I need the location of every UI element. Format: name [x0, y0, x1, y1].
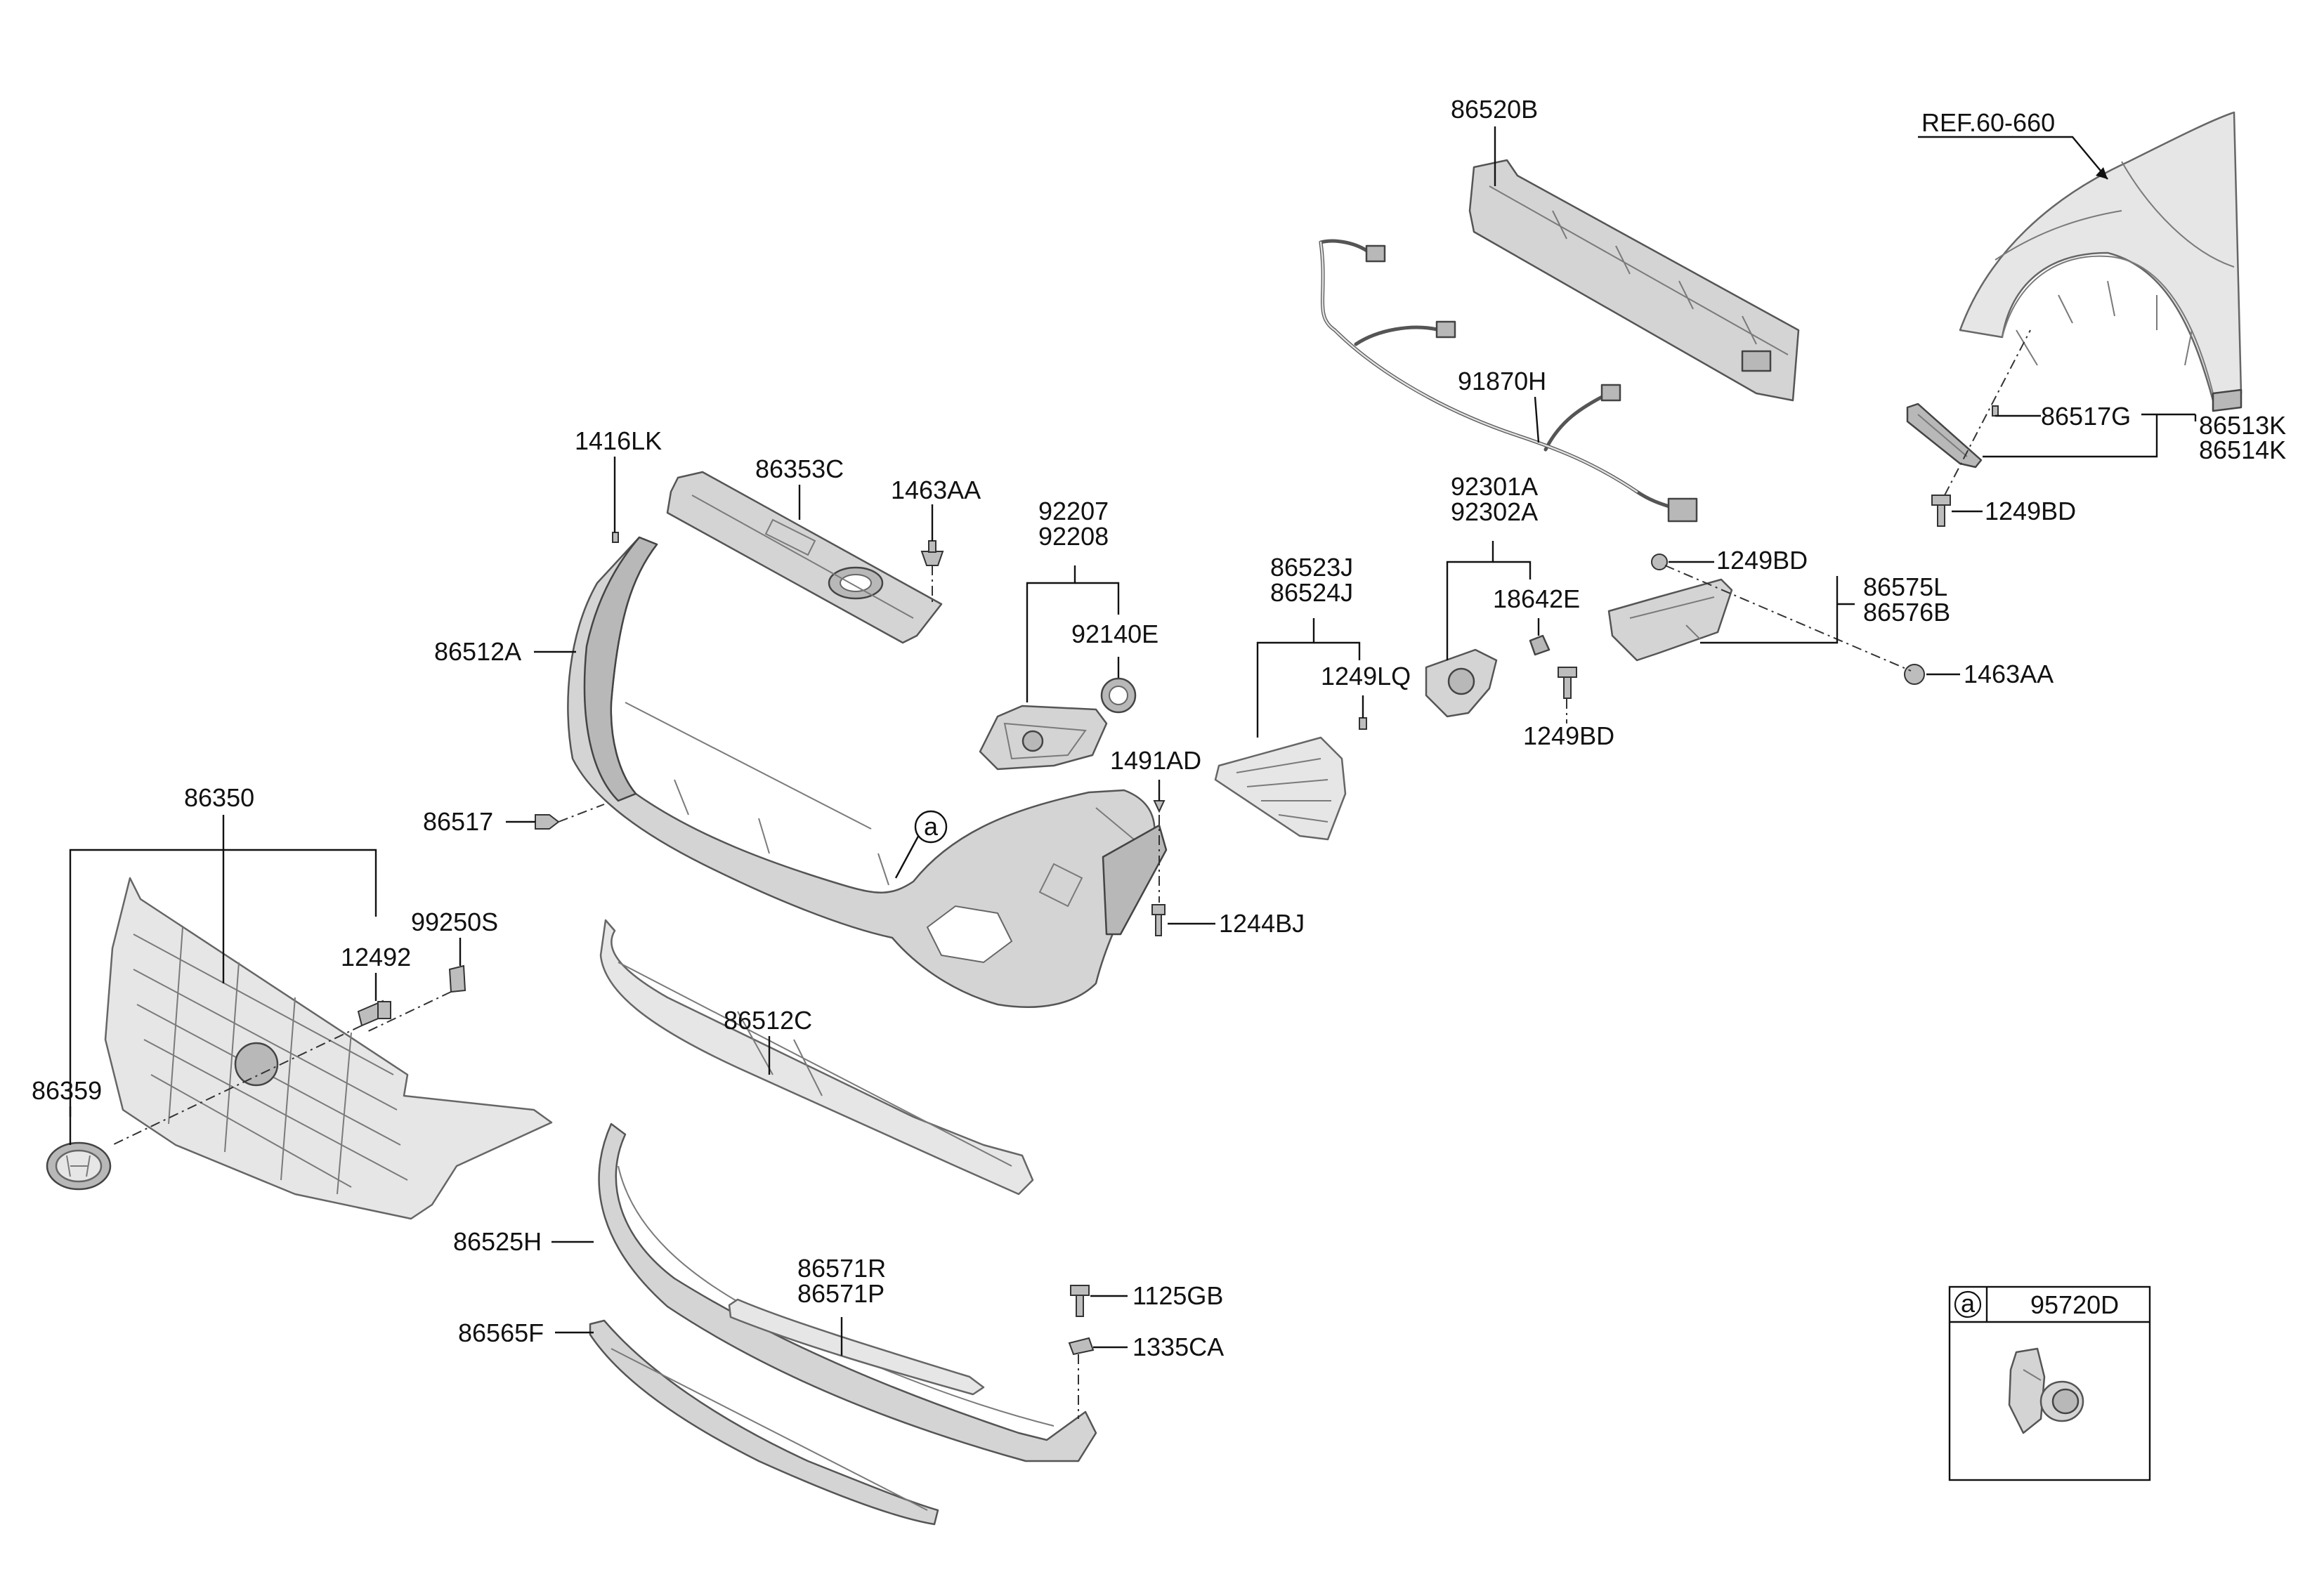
label-86517: 86517 [423, 807, 493, 836]
side-bracket-86575L [1607, 578, 1733, 662]
ref-label: REF.60-660 [1921, 108, 2055, 137]
label-86571R: 86571R [797, 1254, 886, 1283]
label-1249BD-mid: 1249BD [1716, 546, 1808, 575]
clip-1463AA-right [1904, 664, 1925, 685]
wiring-harness-91870H [1319, 239, 1698, 523]
parking-sensor-95720D [2008, 1347, 2084, 1434]
label-92207: 92207 [1038, 497, 1109, 525]
label-86350: 86350 [184, 783, 254, 812]
part-labels: REF.60-660 86520B 91870H 86517G 86513K 8… [32, 95, 2286, 1361]
bolt-1125GB [1070, 1285, 1090, 1317]
label-92208: 92208 [1038, 522, 1109, 551]
energy-absorber-86520B [1468, 159, 1800, 402]
front-bumper-cover-86512A [567, 536, 1168, 1008]
label-86523J: 86523J [1270, 553, 1353, 582]
bulb-18642E [1529, 634, 1551, 656]
screw-86517 [535, 814, 560, 830]
fastener-1416LK [612, 532, 619, 543]
front-fender-ref [1959, 111, 2243, 412]
label-92140E: 92140E [1071, 620, 1158, 648]
label-86575L: 86575L [1863, 572, 1947, 601]
inset-box: a 95720D [1948, 1285, 2151, 1481]
upper-cover-86353C [666, 471, 943, 644]
fastener-1463AA-top [920, 540, 944, 566]
label-86571P: 86571P [797, 1279, 884, 1308]
label-86525H: 86525H [453, 1227, 542, 1256]
label-86353C: 86353C [755, 454, 844, 483]
drl-lamp-92301A [1425, 648, 1498, 718]
label-18642E: 18642E [1493, 584, 1580, 613]
inset-part-number: 95720D [2030, 1290, 2119, 1319]
screw-12492 [357, 1000, 391, 1027]
leader-lines [69, 126, 2197, 1419]
label-1491AD: 1491AD [1110, 746, 1201, 775]
label-1335CA: 1335CA [1132, 1333, 1224, 1361]
label-1249BD-top: 1249BD [1985, 497, 2076, 525]
label-86512A: 86512A [434, 637, 521, 666]
fog-lamp-grille-86523J [1214, 736, 1347, 841]
callout-marker-a: a [914, 810, 948, 844]
ring-92140E [1100, 677, 1137, 714]
label-92301A: 92301A [1451, 472, 1538, 501]
label-99250S: 99250S [411, 908, 498, 936]
clip-99250S [448, 964, 466, 993]
label-86512C: 86512C [724, 1006, 812, 1035]
label-92302A: 92302A [1451, 497, 1538, 526]
callout-marker-a-text: a [924, 812, 939, 841]
clip-1249BD-right [1651, 554, 1668, 570]
label-86514K: 86514K [2199, 436, 2286, 464]
label-86524J: 86524J [1270, 578, 1353, 607]
lower-grille-86512C [599, 919, 1034, 1196]
clip-1491AD [1153, 800, 1166, 813]
label-1249LQ: 1249LQ [1321, 662, 1411, 690]
label-1416LK: 1416LK [575, 426, 662, 455]
label-86517G: 86517G [2041, 402, 2131, 431]
label-1249BD-low: 1249BD [1523, 721, 1614, 750]
bracket-86513K [1906, 402, 1983, 469]
clip-86517G [1992, 405, 1999, 417]
emblem-86359 [46, 1141, 112, 1191]
label-91870H: 91870H [1458, 367, 1546, 395]
label-86576B: 86576B [1863, 598, 1950, 627]
label-1463AA-right: 1463AA [1964, 660, 2054, 688]
inset-marker: a [1961, 1289, 1976, 1318]
clip-1335CA [1068, 1337, 1095, 1356]
screw-1249BD-mid [1558, 667, 1577, 699]
fog-lamp-92207 [979, 705, 1108, 771]
label-12492: 12492 [341, 943, 411, 971]
moulding-strip-86571R [728, 1298, 985, 1396]
screw-1244BJ [1151, 904, 1166, 936]
label-1125GB: 1125GB [1132, 1281, 1223, 1310]
radiator-grille-86350 [104, 877, 553, 1220]
screw-1249LQ [1359, 717, 1367, 730]
label-1463AA-top: 1463AA [891, 476, 981, 504]
skid-plate-86565F [589, 1319, 939, 1526]
label-86513K: 86513K [2199, 411, 2286, 440]
screw-1249BD-top [1931, 495, 1951, 527]
label-86565F: 86565F [458, 1318, 544, 1347]
label-86520B: 86520B [1451, 95, 1538, 124]
label-1244BJ: 1244BJ [1219, 909, 1305, 938]
label-86359: 86359 [32, 1076, 102, 1105]
